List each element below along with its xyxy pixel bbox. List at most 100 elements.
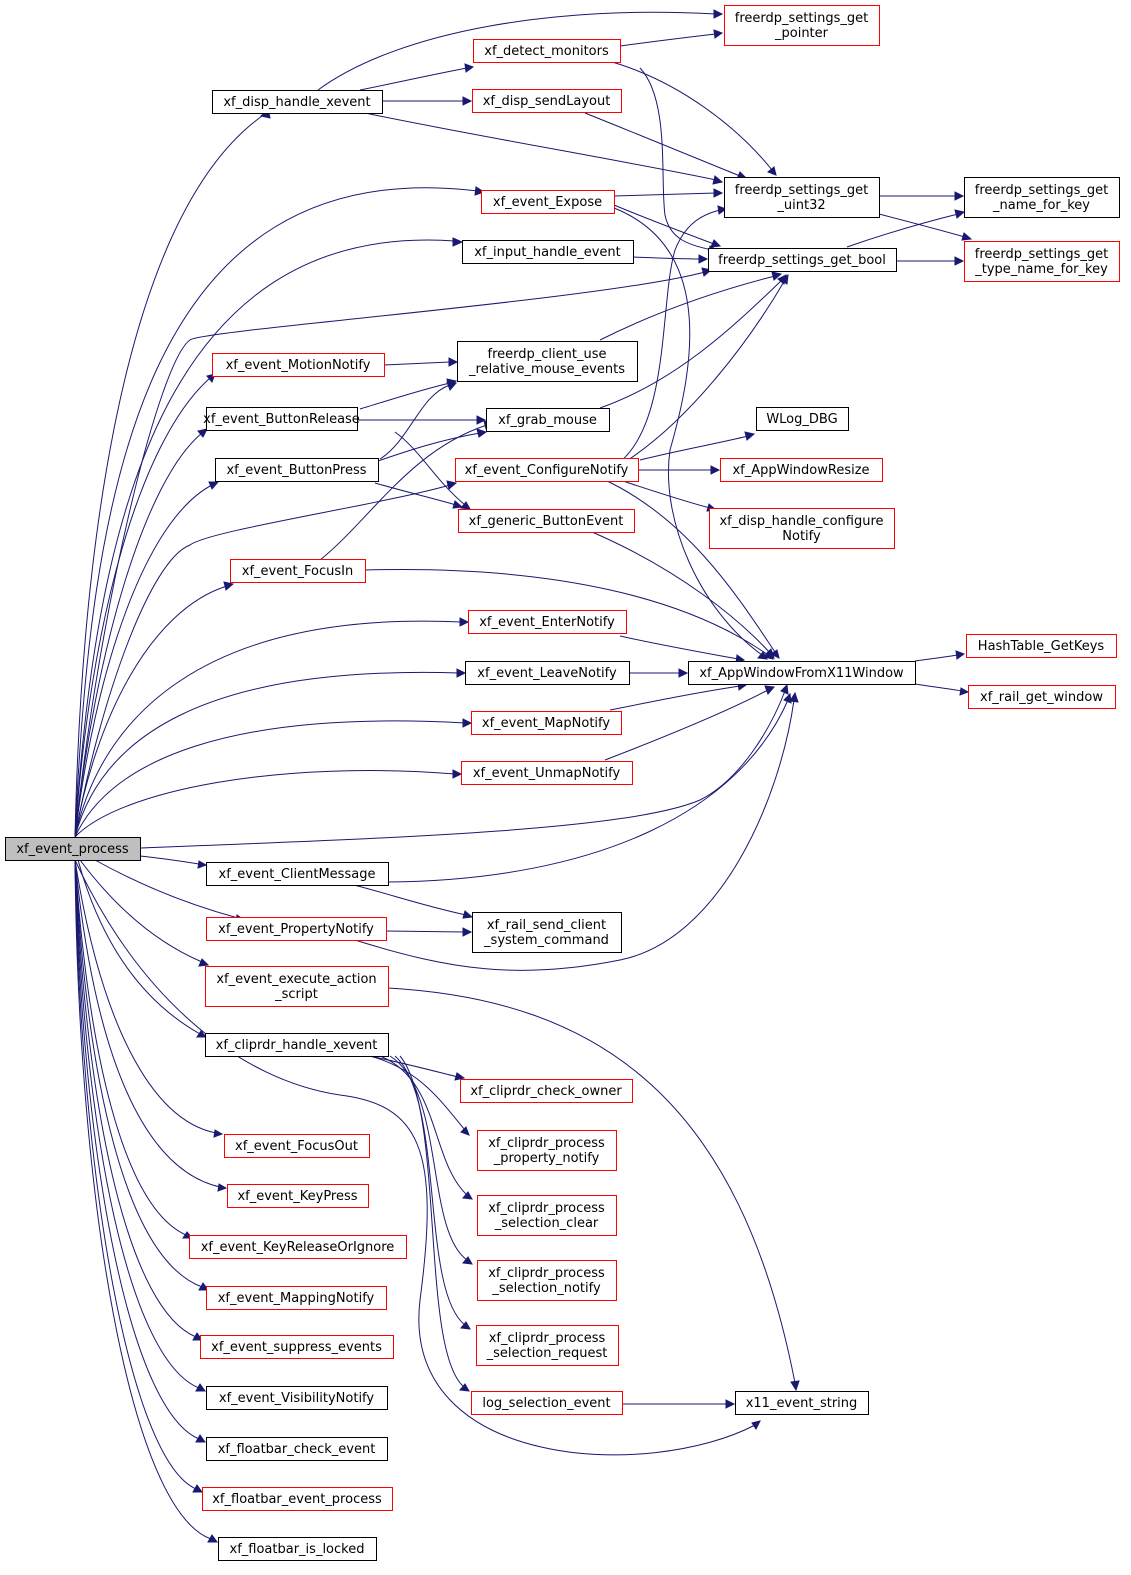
- function-node-property-notify[interactable]: xf_event_PropertyNotify: [206, 917, 387, 941]
- function-node-cliprdr-selection-notify[interactable]: xf_cliprdr_process_selection_notify: [477, 1260, 617, 1301]
- edge-root-to-enter-notify: [74, 617, 470, 838]
- edge-configure-notify-to-wlog-dbg: [639, 431, 756, 461]
- function-node-label: freerdp_client_use: [488, 347, 607, 362]
- function-node-box: [205, 1033, 389, 1057]
- function-node-unmap-notify[interactable]: xf_event_UnmapNotify: [461, 761, 633, 785]
- function-node-label: HashTable_GetKeys: [978, 639, 1105, 654]
- function-node-label: _selection_request: [486, 1346, 608, 1361]
- edge-motion-notify-to-use-relative: [383, 357, 459, 367]
- function-node-box: [477, 1195, 617, 1236]
- function-node-label: xf_cliprdr_process: [489, 1331, 606, 1346]
- edge-root-to-input-handle-event: [74, 237, 464, 838]
- edge-disp-handle-xevent-to-get-uint32: [364, 112, 724, 185]
- function-node-box: [709, 508, 895, 549]
- function-node-label: xf_event_EnterNotify: [479, 615, 615, 630]
- function-node-rail-send-command[interactable]: xf_rail_send_client_system_command: [472, 912, 622, 953]
- function-node-input-handle-event[interactable]: xf_input_handle_event: [462, 240, 634, 264]
- function-node-floatbar-check[interactable]: xf_floatbar_check_event: [206, 1437, 388, 1461]
- function-node-label: _type_name_for_key: [974, 262, 1108, 277]
- edge-get-uint32-to-type-name: [878, 213, 973, 241]
- function-node-box: [724, 5, 880, 46]
- function-node-get-name-for-key[interactable]: freerdp_settings_get_name_for_key: [964, 177, 1120, 218]
- function-node-box: [688, 661, 916, 685]
- function-node-cliprdr-selection-request[interactable]: xf_cliprdr_process_selection_request: [476, 1325, 619, 1366]
- function-node-visibility-notify[interactable]: xf_event_VisibilityNotify: [206, 1386, 388, 1410]
- function-node-box: [461, 761, 633, 785]
- function-node-label: xf_floatbar_check_event: [218, 1442, 376, 1457]
- function-node-get-type-name[interactable]: freerdp_settings_get_type_name_for_key: [964, 241, 1120, 282]
- function-node-label: xf_generic_ButtonEvent: [469, 514, 624, 529]
- function-node-event-expose[interactable]: xf_event_Expose: [481, 190, 615, 214]
- function-node-button-release[interactable]: xf_event_ButtonRelease: [203, 407, 360, 431]
- function-node-label: xf_event_Expose: [493, 195, 602, 210]
- function-node-execute-action[interactable]: xf_event_execute_action_script: [205, 966, 389, 1007]
- function-node-map-notify[interactable]: xf_event_MapNotify: [471, 711, 622, 735]
- edge-root-to-execute-action: [79, 859, 210, 967]
- edge-expose-to-get-bool: [613, 204, 722, 248]
- edge-root-to-key-release: [74, 859, 194, 1239]
- function-node-get-uint32[interactable]: freerdp_settings_get_uint32: [724, 177, 880, 218]
- edge-configure-notify-to-appwindow-from-x11: [604, 479, 780, 659]
- edge-configure-notify-to-appwindow-resize: [638, 465, 721, 475]
- edge-cliprdr-to-selection-clear: [379, 1055, 473, 1200]
- function-node-client-message[interactable]: xf_event_ClientMessage: [206, 862, 389, 886]
- function-node-box: [206, 917, 387, 941]
- function-node-floatbar-locked[interactable]: xf_floatbar_is_locked: [218, 1537, 377, 1561]
- function-node-key-press[interactable]: xf_event_KeyPress: [227, 1184, 369, 1208]
- edge-disp-handle-xevent-to-detect-monitors: [359, 63, 475, 91]
- function-node-label: freerdp_settings_get: [975, 183, 1108, 198]
- edge-root-to-appwindow-from-x11: [139, 683, 789, 849]
- function-node-use-relative[interactable]: freerdp_client_use_relative_mouse_events: [457, 341, 638, 382]
- function-node-label: xf_event_PropertyNotify: [218, 922, 374, 937]
- function-node-label: xf_disp_handle_xevent: [223, 95, 370, 110]
- function-node-box: [468, 610, 627, 634]
- function-node-box: [481, 190, 615, 214]
- function-node-label: xf_event_FocusOut: [235, 1139, 358, 1154]
- edge-map-notify-to-appwindow-from-x11: [609, 681, 748, 711]
- function-node-appwindow-resize[interactable]: xf_AppWindowResize: [720, 458, 883, 482]
- function-node-focus-out[interactable]: xf_event_FocusOut: [224, 1134, 370, 1158]
- function-node-get-bool[interactable]: freerdp_settings_get_bool: [708, 248, 897, 272]
- function-node-cliprdr-property-notify[interactable]: xf_cliprdr_process_property_notify: [477, 1130, 617, 1171]
- edge-unmap-notify-to-appwindow-from-x11: [604, 685, 775, 761]
- function-node-disp-sendLayout[interactable]: xf_disp_sendLayout: [472, 89, 622, 113]
- function-node-label: xf_cliprdr_process: [488, 1136, 605, 1151]
- function-node-box: [708, 248, 897, 272]
- function-node-hashtable-getkeys[interactable]: HashTable_GetKeys: [966, 634, 1117, 658]
- function-node-rail-get-window[interactable]: xf_rail_get_window: [968, 685, 1116, 709]
- function-node-appwindow-from-x11[interactable]: xf_AppWindowFromX11Window: [688, 661, 916, 685]
- function-node-leave-notify[interactable]: xf_event_LeaveNotify: [465, 661, 630, 685]
- edge-property-notify-to-appwindow-from-x11: [354, 691, 799, 971]
- function-node-mapping-notify[interactable]: xf_event_MappingNotify: [206, 1286, 387, 1310]
- function-node-cliprdr-selection-clear[interactable]: xf_cliprdr_process_selection_clear: [477, 1195, 617, 1236]
- function-node-enter-notify[interactable]: xf_event_EnterNotify: [468, 610, 627, 634]
- function-node-button-press[interactable]: xf_event_ButtonPress: [215, 458, 379, 482]
- function-node-disp-handle-xevent[interactable]: xf_disp_handle_xevent: [212, 90, 383, 114]
- function-node-motion-notify[interactable]: xf_event_MotionNotify: [212, 353, 385, 377]
- function-node-box: [476, 1325, 619, 1366]
- function-node-get-pointer[interactable]: freerdp_settings_get_pointer: [724, 5, 880, 46]
- function-node-floatbar-process[interactable]: xf_floatbar_event_process: [202, 1487, 393, 1511]
- edge-enter-notify-to-appwindow-from-x11: [619, 635, 746, 664]
- function-node-detect-monitors[interactable]: xf_detect_monitors: [473, 39, 621, 63]
- function-node-focus-in[interactable]: xf_event_FocusIn: [230, 559, 366, 583]
- function-node-cliprdr-check-owner[interactable]: xf_cliprdr_check_owner: [460, 1079, 633, 1103]
- function-node-box: [964, 177, 1120, 218]
- edge-detect-monitors-to-get-pointer: [619, 29, 724, 47]
- function-node-log-selection-event[interactable]: log_selection_event: [471, 1391, 623, 1415]
- function-node-wlog-dbg[interactable]: WLog_DBG: [756, 407, 849, 431]
- function-node-x11-event-string[interactable]: x11_event_string: [735, 1391, 869, 1415]
- function-node-configure-notify[interactable]: xf_event_ConfigureNotify: [455, 458, 639, 482]
- function-node-root[interactable]: xf_event_process: [5, 837, 141, 861]
- function-node-key-release[interactable]: xf_event_KeyReleaseOrIgnore: [189, 1235, 407, 1259]
- edge-log-selection-to-x11-event-string: [622, 1399, 736, 1409]
- function-node-suppress-events[interactable]: xf_event_suppress_events: [200, 1335, 394, 1359]
- function-node-grab-mouse[interactable]: xf_grab_mouse: [486, 408, 610, 432]
- function-node-label: xf_disp_sendLayout: [483, 94, 611, 109]
- function-node-generic-button[interactable]: xf_generic_ButtonEvent: [458, 509, 635, 533]
- function-node-label: xf_disp_handle_configure: [719, 514, 883, 529]
- edge-input-handle-event-to-get-bool: [632, 254, 709, 264]
- function-node-cliprdr-handle-xevent[interactable]: xf_cliprdr_handle_xevent: [205, 1033, 389, 1057]
